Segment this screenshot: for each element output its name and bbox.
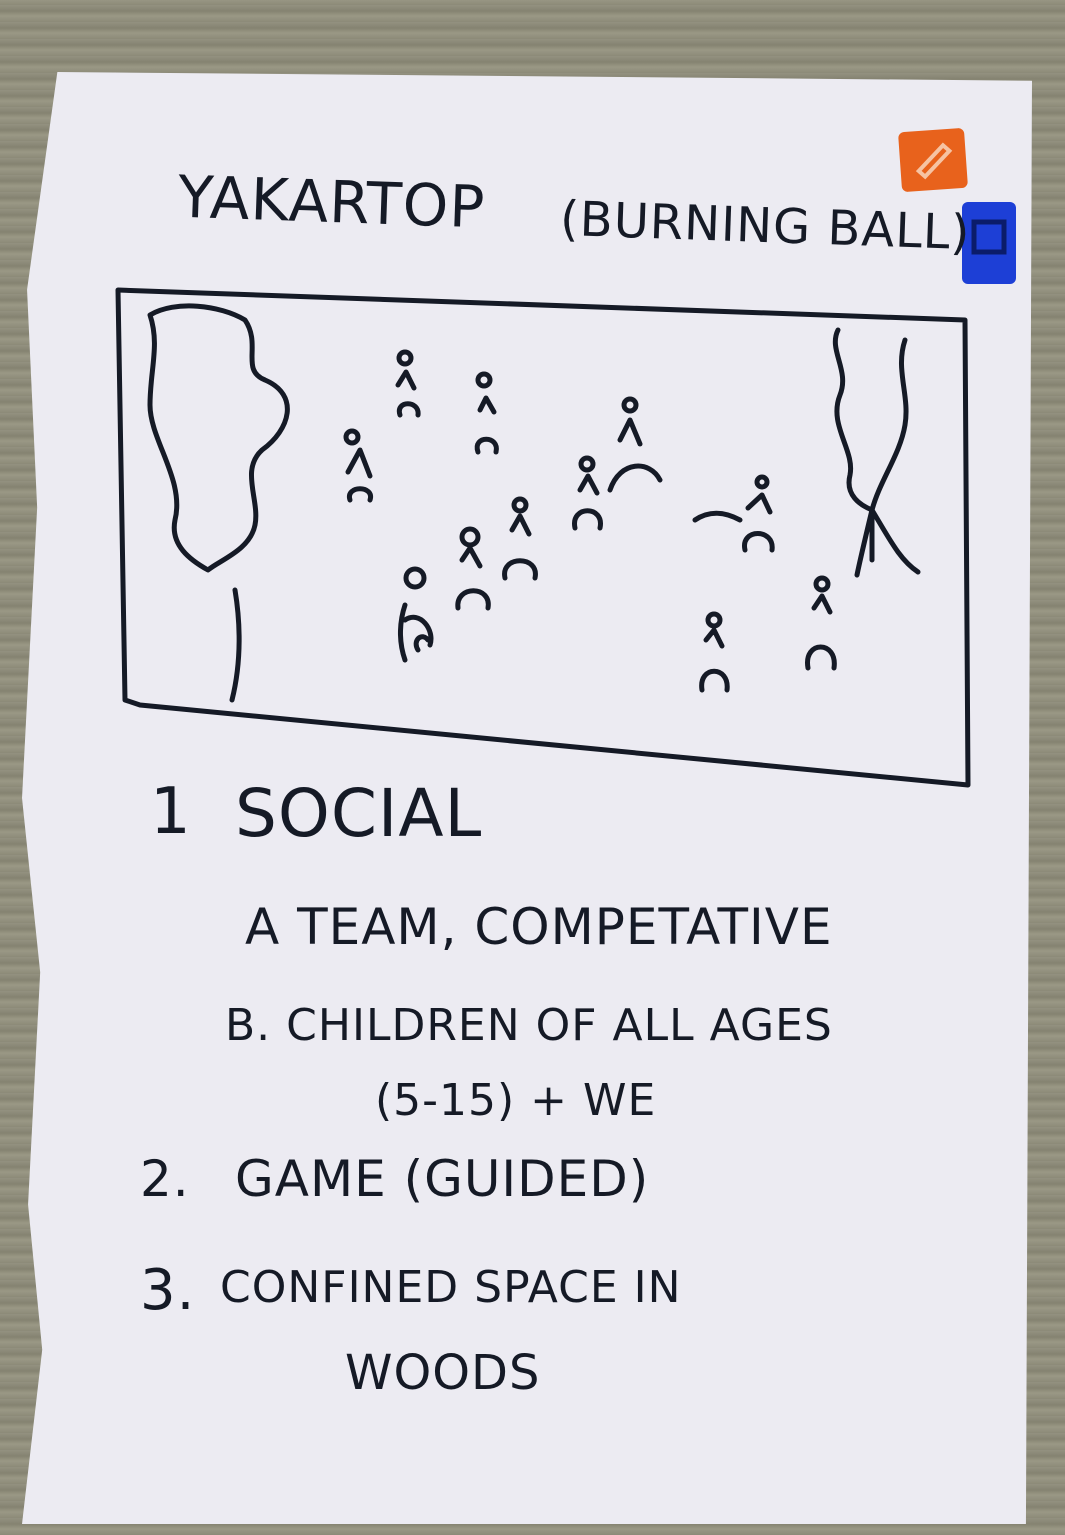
play-area-frame	[115, 287, 971, 788]
blue-sticky-tab	[962, 202, 1016, 284]
point-3-continued: WOODS	[345, 1345, 541, 1401]
point-1b-text: B. CHILDREN OF ALL AGES	[225, 1000, 833, 1051]
point-2-text: GAME (GUIDED)	[235, 1150, 650, 1208]
point-1-text: SOCIAL	[235, 775, 483, 852]
pencil-icon	[915, 142, 953, 180]
point-2-number: 2.	[140, 1150, 190, 1208]
right-tree	[832, 327, 909, 513]
orange-sticky-tab	[897, 127, 969, 193]
left-tree	[147, 303, 290, 573]
point-1-number: 1	[150, 775, 192, 849]
point-3-text: CONFINED SPACE IN	[220, 1262, 682, 1313]
players-group	[343, 349, 837, 693]
marker-icon	[971, 219, 1007, 255]
point-3-number: 3.	[140, 1258, 196, 1323]
title: YAKARTOP	[176, 162, 487, 242]
point-1a-text: A TEAM, COMPETATIVE	[245, 898, 833, 956]
point-1b-continued: (5-15) + WE	[375, 1075, 657, 1126]
